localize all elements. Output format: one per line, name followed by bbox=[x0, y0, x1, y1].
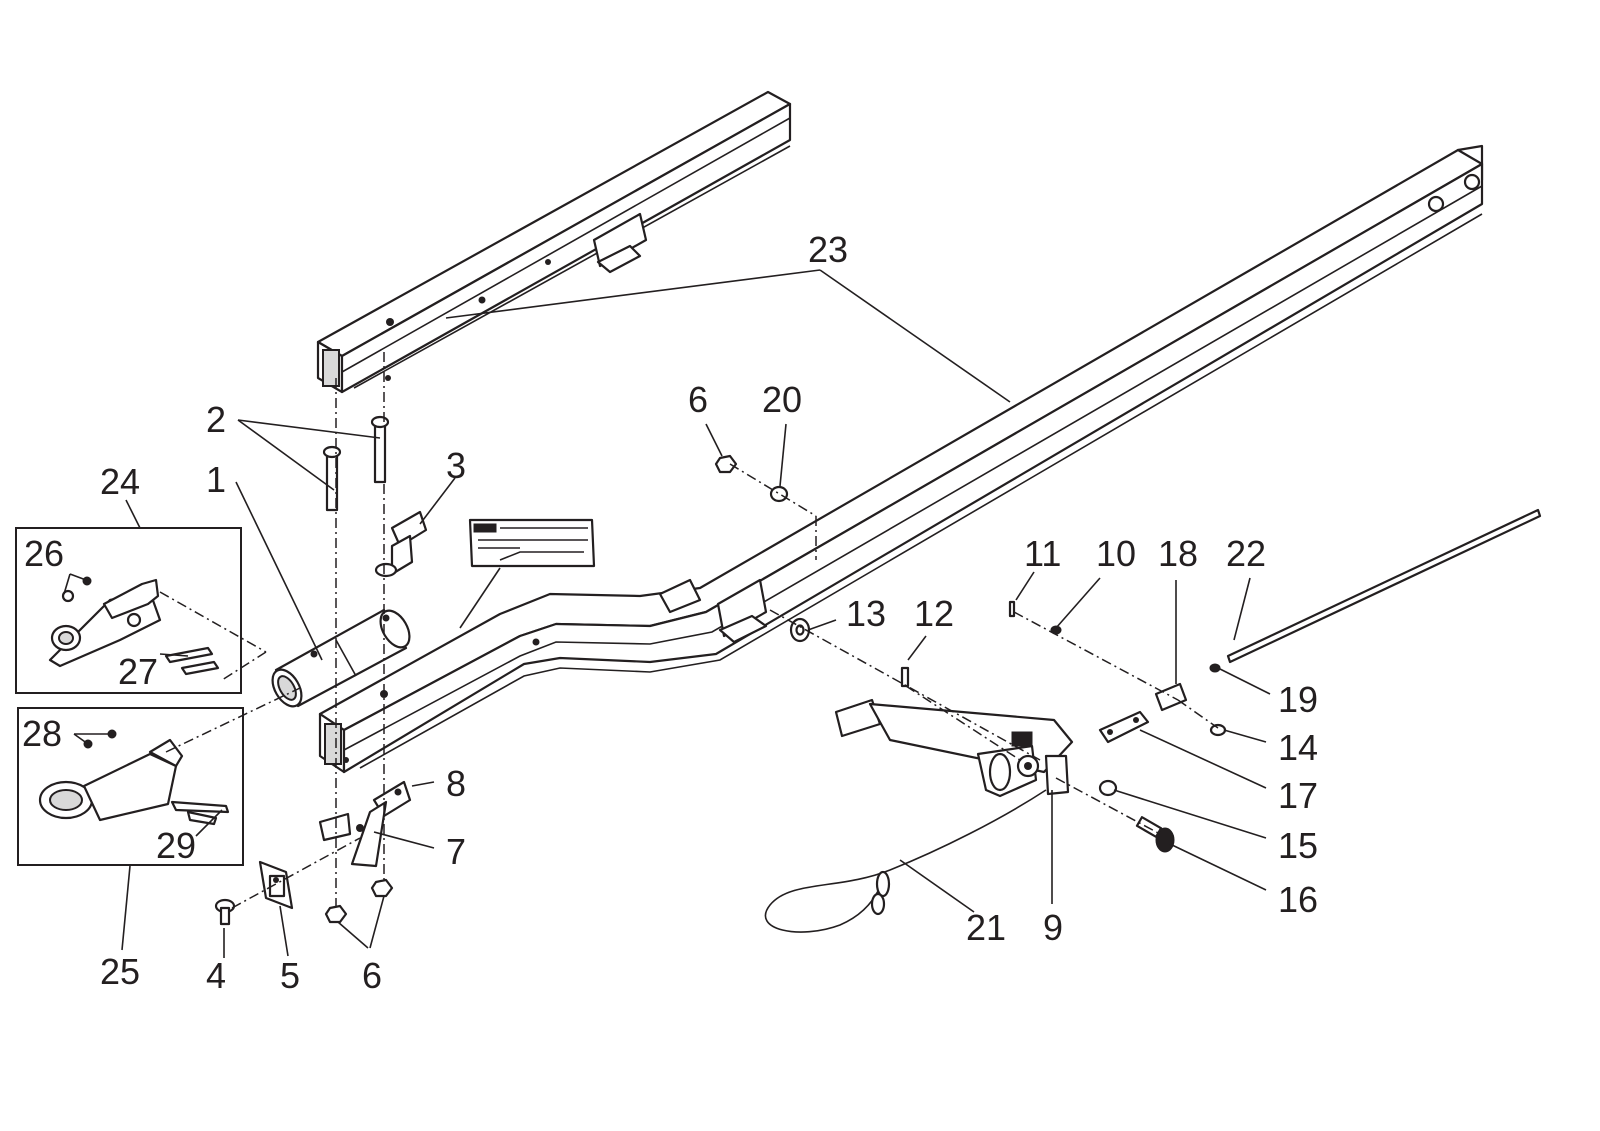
lower-bracket bbox=[318, 780, 412, 868]
label-5: 5 bbox=[280, 955, 300, 996]
label-23: 23 bbox=[808, 229, 848, 270]
lunette-eye bbox=[38, 729, 230, 826]
label-18: 18 bbox=[1158, 533, 1198, 574]
bolts bbox=[322, 415, 390, 512]
main-frame-rail bbox=[318, 144, 1484, 774]
label-24: 24 bbox=[100, 461, 140, 502]
label-6-lower: 6 bbox=[362, 955, 382, 996]
label-14: 14 bbox=[1278, 727, 1318, 768]
label-7: 7 bbox=[446, 831, 466, 872]
mounting-bracket bbox=[374, 510, 428, 578]
safety-plate bbox=[258, 860, 294, 910]
label-12: 12 bbox=[914, 593, 954, 634]
label-4: 4 bbox=[206, 955, 226, 996]
label-13: 13 bbox=[846, 593, 886, 634]
label-27: 27 bbox=[118, 651, 158, 692]
label-2: 2 bbox=[206, 399, 226, 440]
part-labels: 1 2 3 4 5 6 6 7 8 9 10 11 12 13 14 15 16… bbox=[22, 229, 1318, 996]
label-6-upper: 6 bbox=[688, 379, 708, 420]
label-21: 21 bbox=[966, 907, 1006, 948]
brake-lever-assembly bbox=[834, 600, 1227, 853]
label-29: 29 bbox=[156, 825, 196, 866]
leader-lines bbox=[63, 269, 1271, 958]
label-10: 10 bbox=[1096, 533, 1136, 574]
upper-frame-rail bbox=[316, 90, 792, 394]
ball-coupler bbox=[48, 576, 220, 676]
lock-nuts bbox=[324, 454, 789, 924]
label-19: 19 bbox=[1278, 679, 1318, 720]
label-25: 25 bbox=[100, 951, 140, 992]
label-20: 20 bbox=[762, 379, 802, 420]
small-bolt bbox=[214, 898, 236, 926]
label-17: 17 bbox=[1278, 775, 1318, 816]
label-9: 9 bbox=[1043, 907, 1063, 948]
label-26: 26 bbox=[24, 533, 64, 574]
label-3: 3 bbox=[446, 445, 466, 486]
label-1: 1 bbox=[206, 459, 226, 500]
warning-decal bbox=[468, 518, 596, 568]
lunette-option-box bbox=[17, 707, 244, 866]
assembly-lines bbox=[159, 352, 1219, 909]
label-16: 16 bbox=[1278, 879, 1318, 920]
coupler-sleeve bbox=[271, 608, 411, 708]
coupler-option-box bbox=[15, 527, 242, 694]
label-11: 11 bbox=[1024, 533, 1061, 574]
actuator-rod bbox=[1226, 508, 1542, 664]
label-28: 28 bbox=[22, 713, 62, 754]
label-22: 22 bbox=[1226, 533, 1266, 574]
breakaway-cable bbox=[764, 789, 1047, 933]
label-15: 15 bbox=[1278, 825, 1318, 866]
label-8: 8 bbox=[446, 763, 466, 804]
